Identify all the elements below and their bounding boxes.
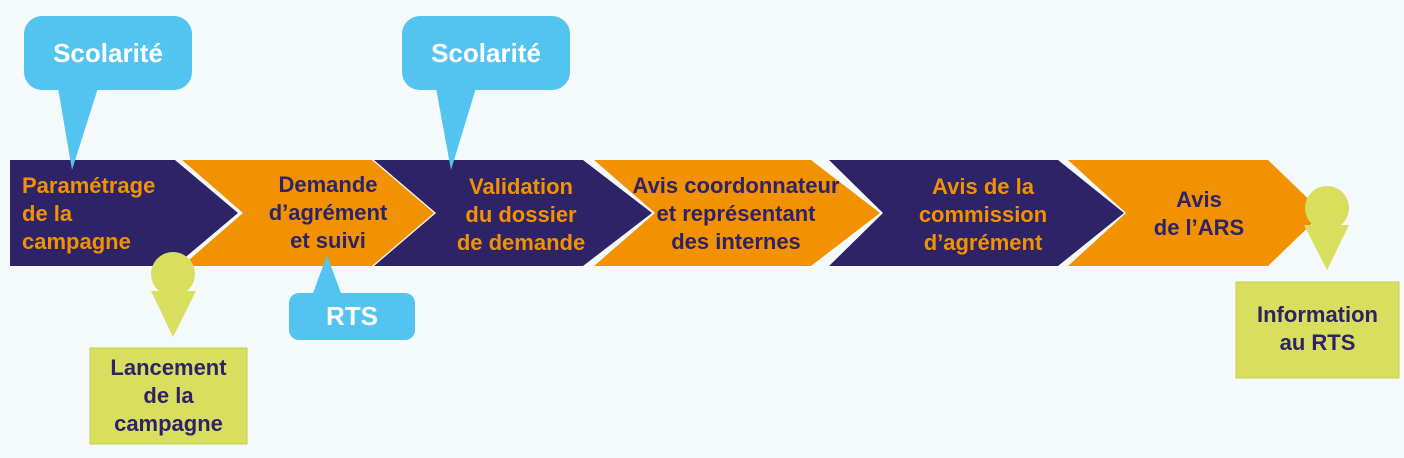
step-1-chevron bbox=[10, 160, 238, 266]
step-3-chevron bbox=[374, 160, 652, 266]
marker-label-lancement: Lancement de la campagne bbox=[110, 355, 227, 436]
step-6-chevron bbox=[1068, 160, 1323, 266]
callout-rts bbox=[289, 255, 415, 340]
callout-label-scolarite-middle: Scolarité bbox=[431, 38, 541, 68]
callout-scolarite-middle bbox=[402, 16, 570, 170]
down-arrow-marker-icon bbox=[1304, 186, 1349, 270]
step-3-label: Validation du dossier de demande bbox=[456, 174, 586, 255]
step-5-chevron bbox=[829, 160, 1124, 266]
callout-label-rts: RTS bbox=[326, 301, 378, 331]
marker-label-information: Information au RTS bbox=[1257, 302, 1378, 355]
information-box bbox=[1235, 281, 1400, 379]
step-4-label: Avis coordonnateur et représentant des i… bbox=[632, 173, 840, 254]
step-6-label: Avis de l’ARS bbox=[1153, 187, 1245, 240]
callout-label-scolarite-left: Scolarité bbox=[53, 38, 163, 68]
step-2-chevron bbox=[182, 160, 434, 266]
callout-scolarite-left bbox=[24, 16, 192, 170]
down-arrow-marker-icon bbox=[151, 252, 196, 337]
step-4-chevron bbox=[594, 160, 880, 266]
lancement-box bbox=[89, 347, 248, 445]
step-5-label: Avis de la commission d’agrément bbox=[918, 174, 1048, 255]
step-2-label: Demande d’agrément et suivi bbox=[268, 172, 388, 253]
step-1-label: Paramétrage de la campagne bbox=[22, 173, 156, 254]
